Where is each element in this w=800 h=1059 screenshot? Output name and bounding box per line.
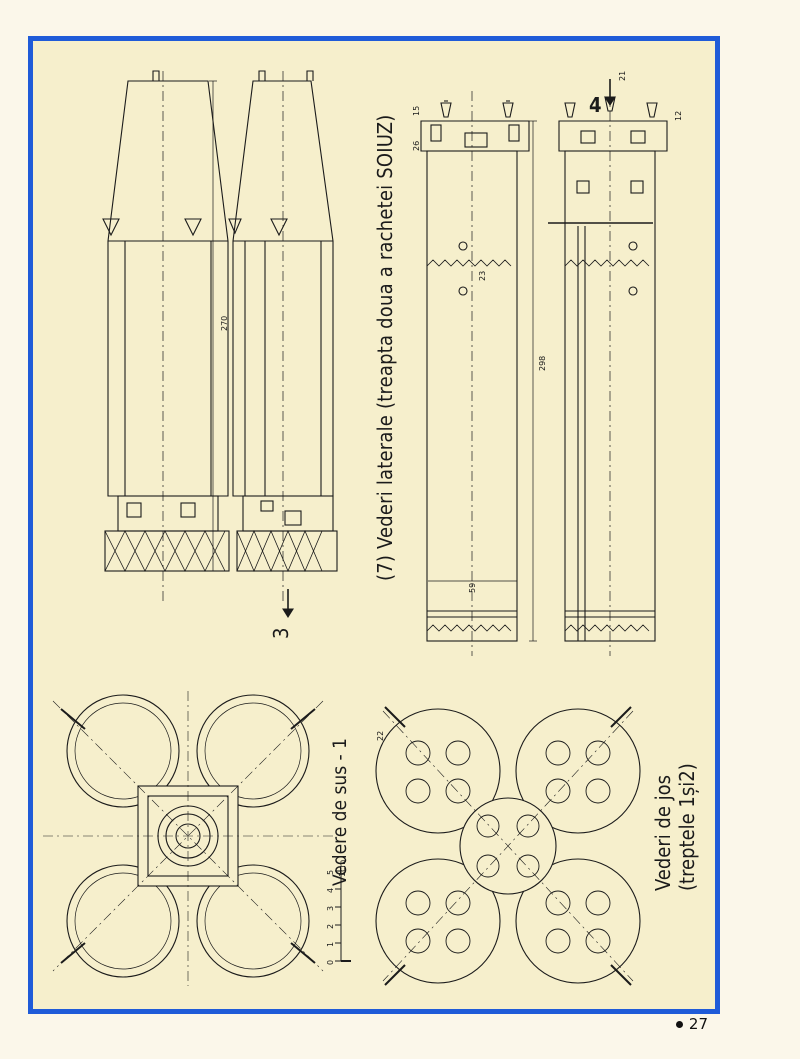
dim-21-label: 21 xyxy=(618,71,627,81)
bottom-view-caption-line2: (treptele 1și2) xyxy=(675,763,699,891)
stage-two-side-view-1 xyxy=(420,91,530,656)
dim-12-label: 12 xyxy=(674,111,683,121)
bullet-icon xyxy=(675,1021,683,1028)
view-marker-4: 4 xyxy=(589,93,602,117)
dimension-270 xyxy=(209,80,217,572)
scale-tick-4: 4 xyxy=(326,888,335,893)
dim-15-label: 15 xyxy=(412,106,421,116)
top-view-caption: Vedere de sus - 1 xyxy=(329,737,351,886)
dim-59-label: 59 xyxy=(468,583,477,593)
dim-270-label: 270 xyxy=(220,316,229,331)
page-number: 27 xyxy=(675,1015,708,1033)
scale-unit-label: 1cm xyxy=(338,860,347,877)
scale-tick-3: 3 xyxy=(326,906,335,911)
page-number-text: 27 xyxy=(688,1015,708,1033)
side-views-caption: (7) Vederi laterale (treapta doua a rach… xyxy=(373,114,397,581)
dim-298-label: 298 xyxy=(538,356,547,371)
scale-tick-5: 5 xyxy=(326,870,335,875)
arrow-4-icon xyxy=(604,79,616,107)
arrow-3-icon xyxy=(282,589,294,619)
scale-bar xyxy=(335,870,351,962)
view-marker-3: 3 xyxy=(269,627,293,639)
booster-side-view-2 xyxy=(228,70,338,601)
scale-tick-1: 1 xyxy=(326,942,335,947)
booster-side-view-1 xyxy=(102,70,230,601)
scale-tick-0: 0 xyxy=(326,960,335,965)
dim-22-label: 22 xyxy=(376,731,385,741)
bottom-view-caption-line1: Vederi de jos xyxy=(651,774,675,891)
dim-26-label: 26 xyxy=(412,141,421,151)
drawing-sheet: 270 298 59 23 26 15 12 21 22 1cm 0 1 2 3… xyxy=(28,36,720,1014)
stage-two-side-view-2 xyxy=(548,91,668,656)
bottom-view-cluster xyxy=(375,706,641,986)
dimension-298 xyxy=(428,120,537,642)
top-view-cluster xyxy=(43,691,333,986)
dim-23-label: 23 xyxy=(478,271,487,281)
scale-tick-2: 2 xyxy=(326,924,335,929)
technical-drawing: 270 298 59 23 26 15 12 21 22 1cm 0 1 2 3… xyxy=(43,70,683,986)
